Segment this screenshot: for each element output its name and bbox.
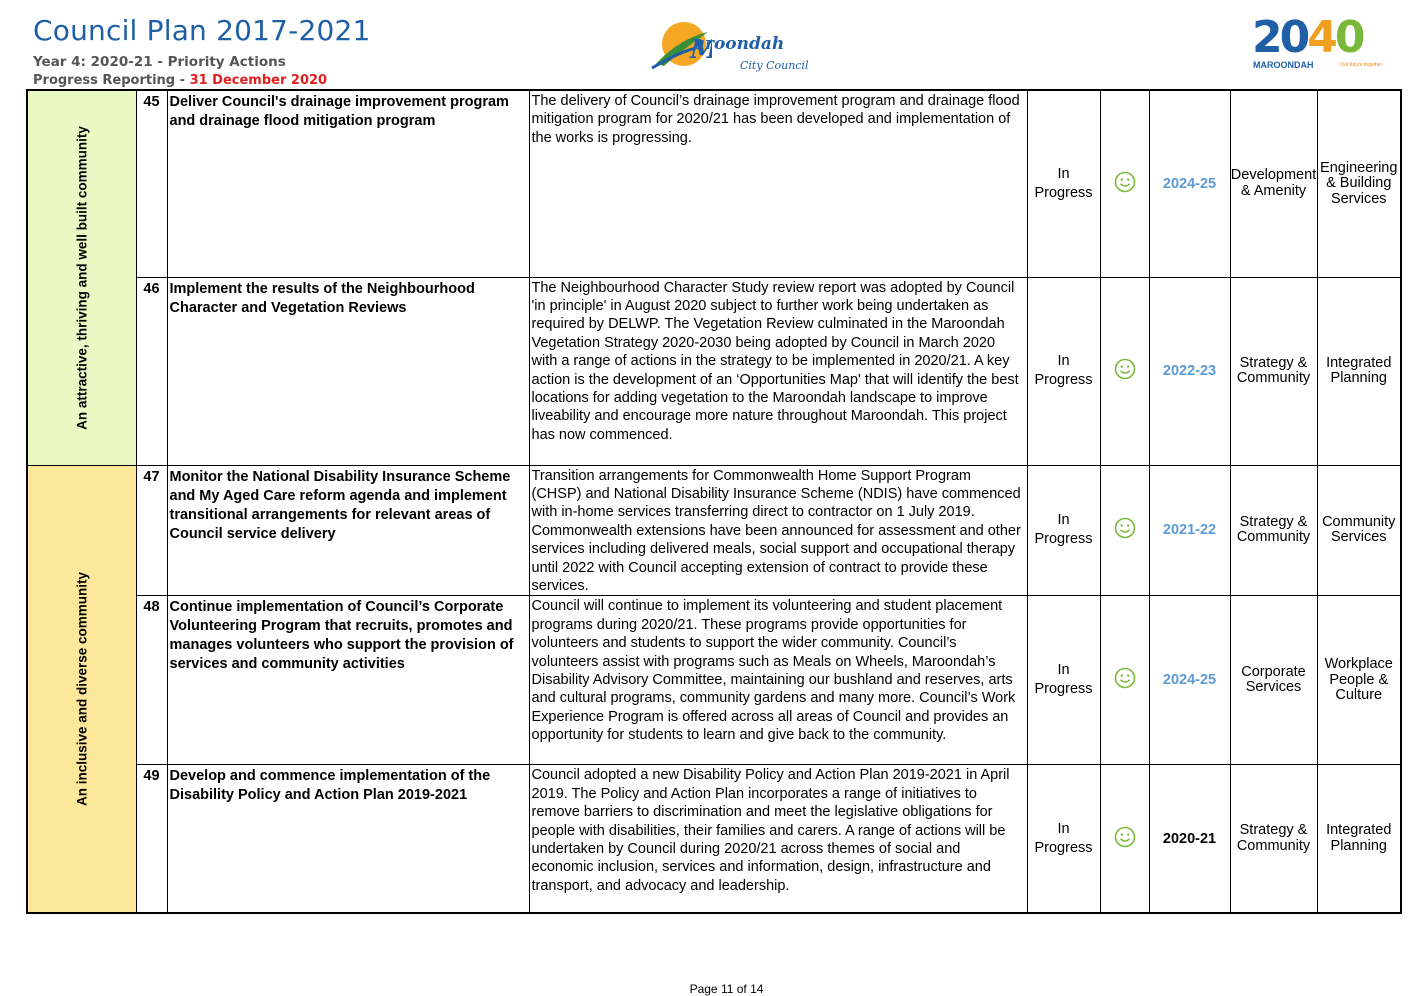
progress-comment: Council will continue to implement its v…: [528, 595, 1028, 766]
action-title: Monitor the National Disability Insuranc…: [166, 464, 530, 597]
service-area-cell: Integrated Planning: [1316, 276, 1402, 466]
smiley-face-icon: [1114, 171, 1135, 193]
maroondah-2040-logo: 2040 MAROONDAH Our future together: [1252, 12, 1397, 74]
svg-text:M: M: [689, 35, 712, 65]
status-cell: In Progress: [1026, 89, 1101, 278]
completion-year: 2021-22: [1148, 464, 1231, 597]
page-subtitle: Year 4: 2020-21 - Priority Actions: [33, 54, 286, 70]
service-area-cell: Engineering & Building Services: [1316, 89, 1402, 278]
service-area-cell: Community Services: [1316, 464, 1402, 597]
indicator-cell: [1099, 764, 1150, 914]
progress-comment: Transition arrangements for Commonwealth…: [528, 464, 1028, 597]
logo-2040-name: MAROONDAH: [1253, 60, 1314, 70]
action-number: 45: [135, 89, 168, 278]
theme-label: An attractive, thriving and well built c…: [74, 125, 90, 430]
completion-year: 2020-21: [1148, 764, 1231, 914]
table-row: 49 Develop and commence implementation o…: [27, 764, 1402, 914]
maroondah-city-council-logo: M aroondah City Council: [650, 18, 820, 78]
completion-year: 2024-25: [1148, 89, 1231, 278]
priority-actions-table: An attractive, thriving and well built c…: [26, 89, 1402, 914]
progress-comment: The delivery of Council’s drainage impro…: [528, 89, 1028, 278]
smiley-face-icon: [1114, 668, 1135, 689]
theme-cell: An attractive, thriving and well built c…: [26, 89, 137, 466]
action-title: Implement the results of the Neighbourho…: [166, 276, 530, 466]
directorate-cell: Strategy & Community: [1229, 464, 1318, 597]
indicator-cell: [1099, 89, 1150, 278]
completion-year: 2024-25: [1148, 595, 1231, 766]
logo-2040-number: 2040: [1252, 12, 1365, 63]
table-row: An inclusive and diverse community 47 Mo…: [26, 464, 1402, 914]
indicator-cell: [1099, 464, 1150, 597]
indicator-cell: [1099, 595, 1150, 766]
theme-label: An inclusive and diverse community: [74, 571, 90, 806]
status-cell: In Progress: [1026, 595, 1101, 766]
indicator-cell: [1099, 276, 1150, 466]
action-number: 48: [135, 595, 168, 766]
service-area-cell: Workplace People & Culture: [1316, 595, 1402, 766]
maroondah-wordmark: aroondah: [694, 34, 785, 54]
action-number: 47: [135, 464, 168, 597]
logo-2040-tagline: Our future together: [1340, 62, 1383, 68]
table-row: 48 Continue implementation of Council’s …: [27, 595, 1402, 766]
table-row: An attractive, thriving and well built c…: [26, 89, 1402, 466]
smiley-face-icon: [1114, 358, 1135, 380]
status-cell: In Progress: [1026, 464, 1101, 597]
table-row: 46 Implement the results of the Neighbou…: [27, 276, 1402, 466]
directorate-cell: Corporate Services: [1229, 595, 1318, 766]
theme-cell: An inclusive and diverse community: [26, 464, 137, 914]
progress-reporting: Progress Reporting - 31 December 2020: [33, 73, 327, 88]
directorate-cell: Development & Amenity: [1229, 89, 1318, 278]
city-council-label: City Council: [740, 59, 809, 72]
directorate-cell: Strategy & Community: [1229, 764, 1318, 914]
smiley-face-icon: [1114, 518, 1135, 539]
service-area-cell: Integrated Planning: [1316, 764, 1402, 914]
page-number: Page 11 of 14: [689, 982, 764, 996]
status-cell: In Progress: [1026, 276, 1101, 466]
progress-comment: Council adopted a new Disability Policy …: [528, 764, 1028, 914]
completion-year: 2022-23: [1148, 276, 1231, 466]
maroondah-swoosh-icon: M: [651, 22, 712, 70]
status-cell: In Progress: [1026, 764, 1101, 914]
action-title: Continue implementation of Council’s Cor…: [166, 595, 530, 766]
action-title: Develop and commence implementation of t…: [166, 764, 530, 914]
progress-label: Progress Reporting -: [33, 73, 190, 88]
page-title: Council Plan 2017-2021: [33, 14, 371, 47]
progress-comment: The Neighbourhood Character Study review…: [528, 276, 1028, 466]
smiley-face-icon: [1114, 826, 1135, 847]
action-number: 49: [135, 764, 168, 914]
action-title: Deliver Council's drainage improvement p…: [166, 89, 530, 278]
action-number: 46: [135, 276, 168, 466]
progress-date: 31 December 2020: [189, 73, 328, 88]
directorate-cell: Strategy & Community: [1229, 276, 1318, 466]
